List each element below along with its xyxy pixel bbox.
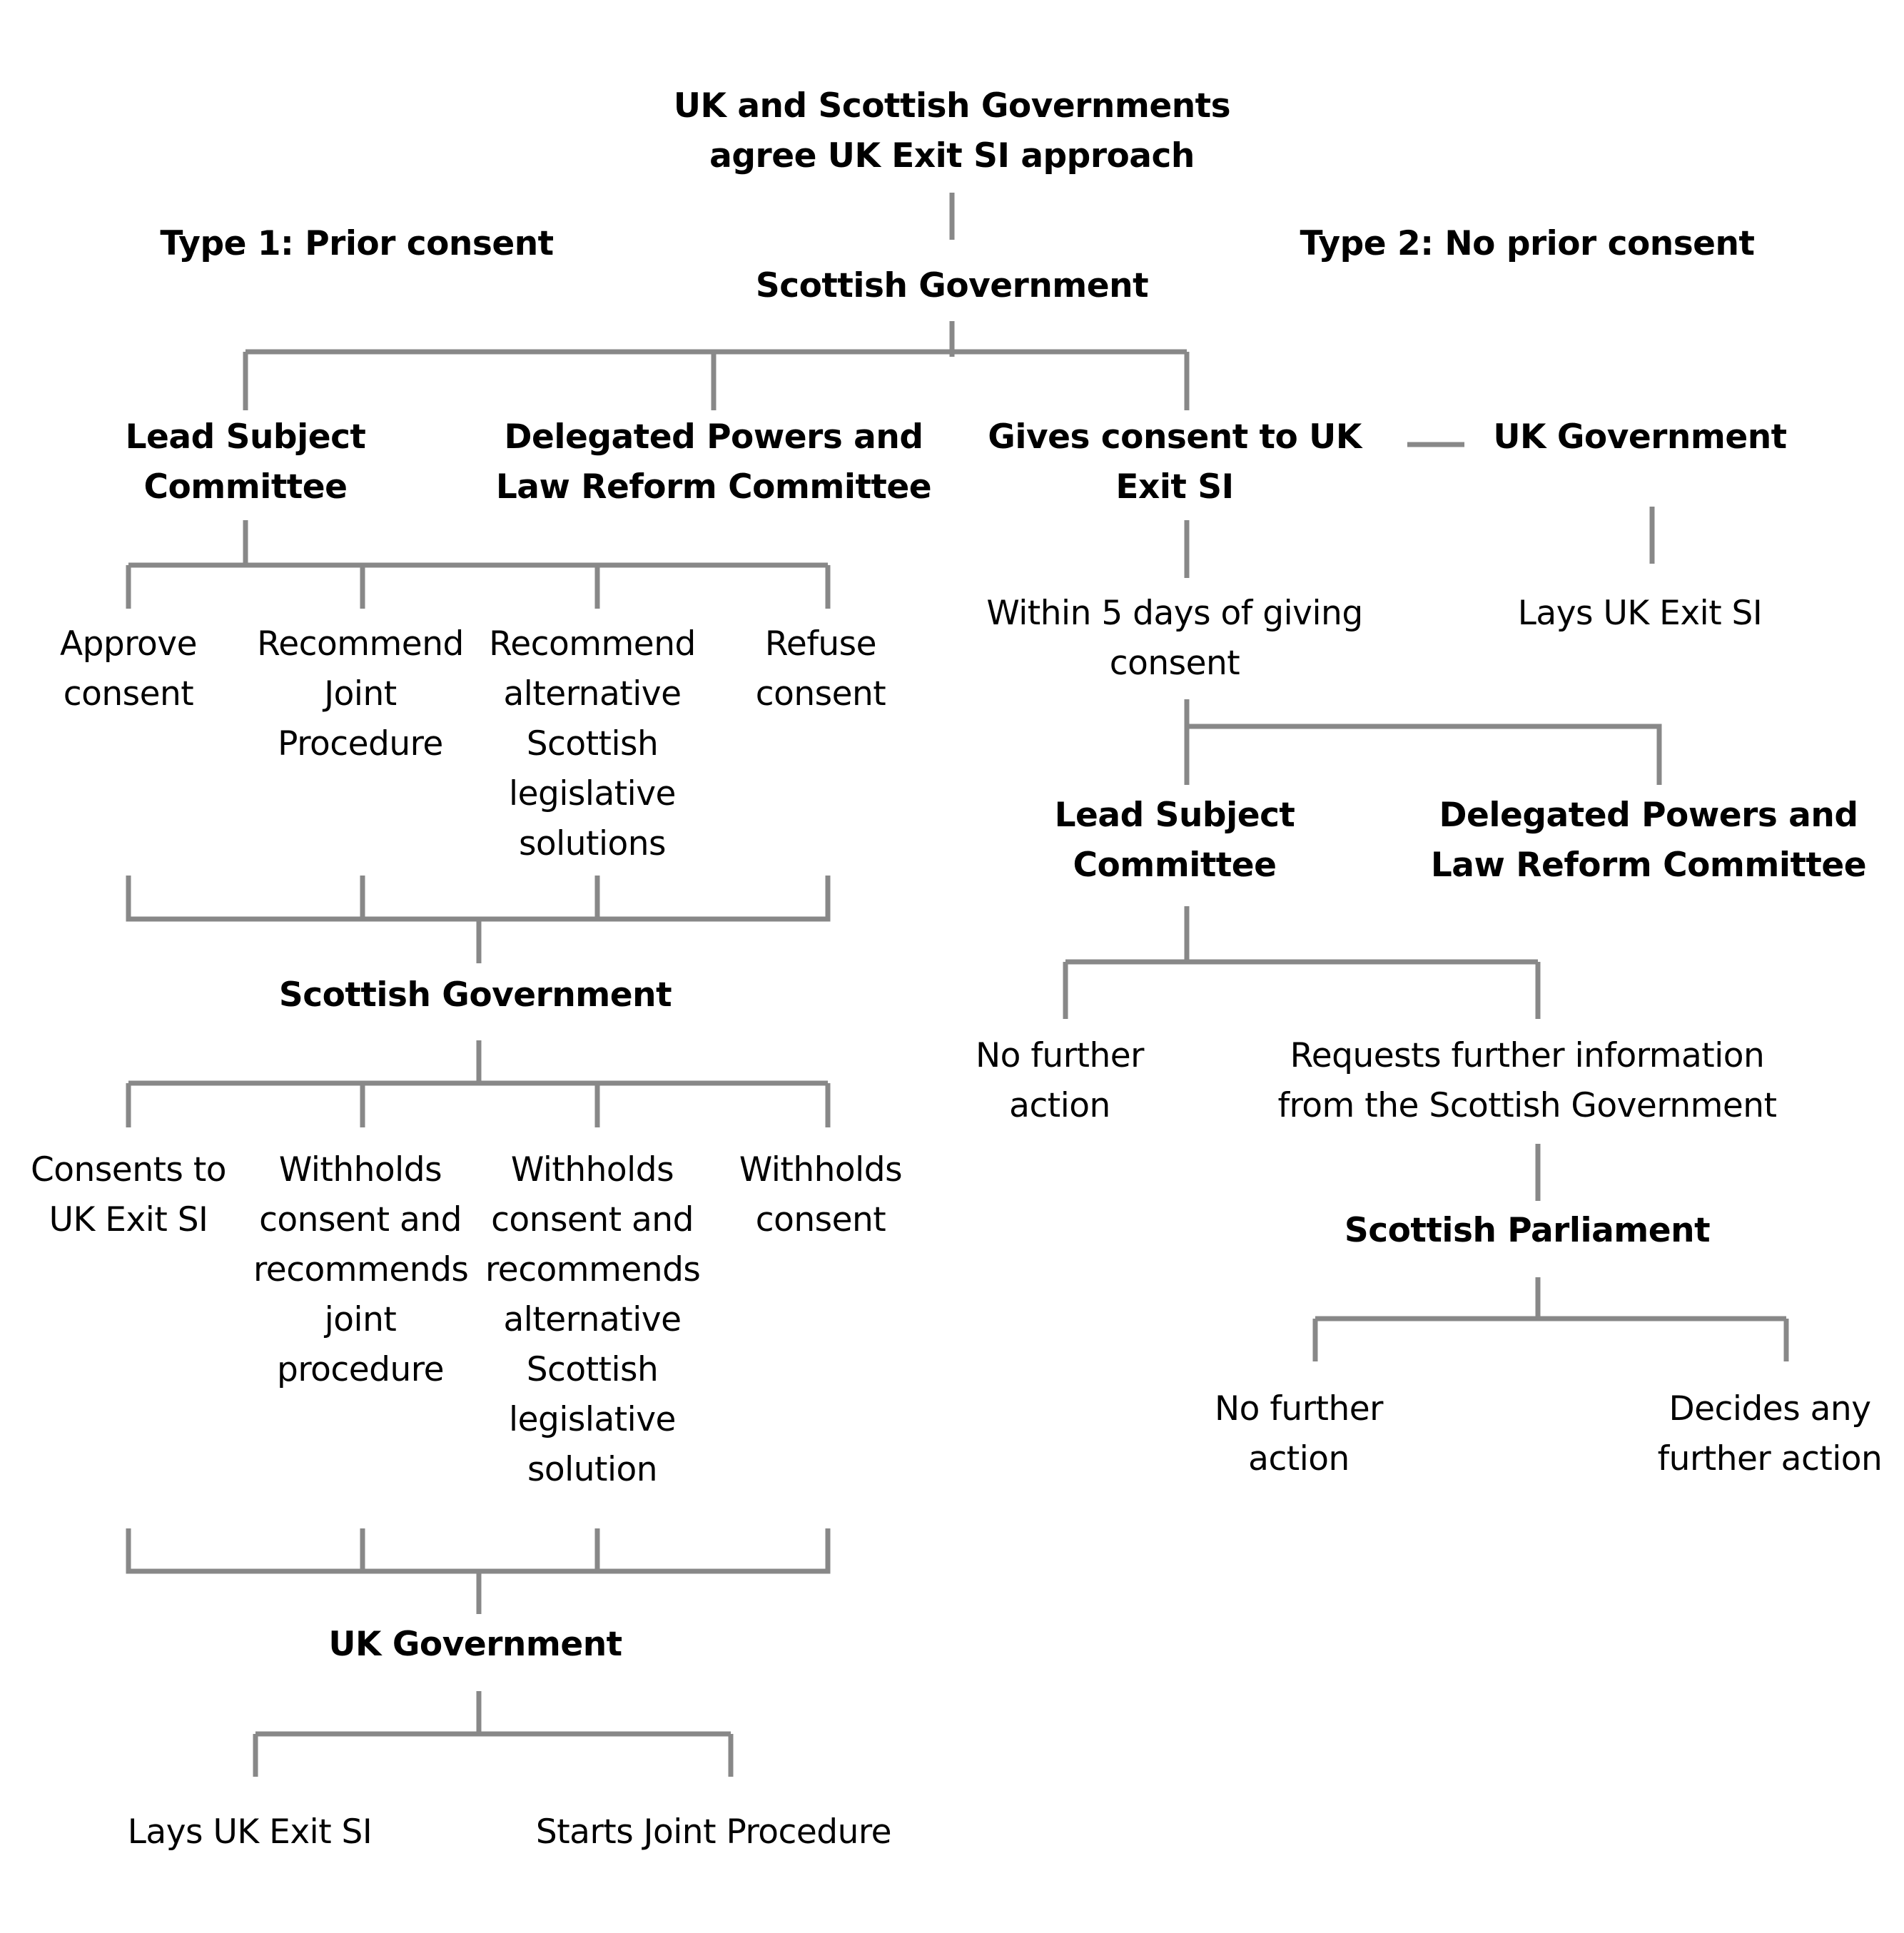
type1-uk-government: UK Government — [328, 1625, 622, 1664]
parliament-decides-further-action: Decides any further action — [1657, 1389, 1883, 1478]
option-refuse-consent: Refuse consent — [755, 624, 886, 714]
type1-lead-subject-committee: Lead Subject Committee — [125, 417, 366, 507]
type1-heading: Type 1: Prior consent — [160, 224, 554, 263]
option-recommend-alternative: Recommend alternative Scottish legislati… — [489, 624, 696, 863]
connector-decisions-merge-bar — [126, 1528, 831, 1574]
type1-scottish-government: Scottish Government — [278, 975, 672, 1015]
type2-lays-uk-exit-si: Lays UK Exit SI — [1517, 594, 1763, 633]
decision-withholds-joint-procedure: Withholds consent and recommends joint p… — [253, 1150, 469, 1389]
outcome-starts-joint-procedure: Starts Joint Procedure — [535, 1812, 892, 1852]
option-approve-consent: Approve consent — [59, 624, 198, 714]
requests-further-information: Requests further information from the Sc… — [1277, 1036, 1777, 1125]
type2-heading: Type 2: No prior consent — [1300, 224, 1755, 263]
type2-uk-government: UK Government — [1493, 417, 1787, 457]
parliament-no-further-action: No further action — [1215, 1389, 1383, 1478]
type2-dplr-committee: Delegated Powers and Law Reform Committe… — [1430, 796, 1867, 885]
outcome-lays-uk-exit-si: Lays UK Exit SI — [127, 1812, 373, 1852]
decision-consents: Consents to UK Exit SI — [30, 1150, 227, 1239]
decision-withholds-alternative: Withholds consent and recommends alterna… — [485, 1150, 701, 1489]
option-recommend-joint-procedure: Recommend Joint Procedure — [257, 624, 464, 763]
decision-withholds-consent: Withholds consent — [739, 1150, 903, 1239]
type2-lead-subject-committee: Lead Subject Committee — [1054, 796, 1295, 885]
connector-type2-committee-branch — [1187, 724, 1662, 785]
connector-options-merge-bar — [126, 876, 831, 922]
gives-consent: Gives consent to UK Exit SI — [988, 417, 1362, 507]
scottish-government-top: Scottish Government — [755, 266, 1149, 305]
scottish-parliament: Scottish Parliament — [1344, 1211, 1711, 1250]
within-5-days: Within 5 days of giving consent — [986, 594, 1363, 683]
top-title: UK and Scottish Governments agree UK Exi… — [673, 86, 1231, 176]
type2-no-further-action: No further action — [976, 1036, 1144, 1125]
type1-dplr-committee: Delegated Powers and Law Reform Committe… — [495, 417, 932, 507]
